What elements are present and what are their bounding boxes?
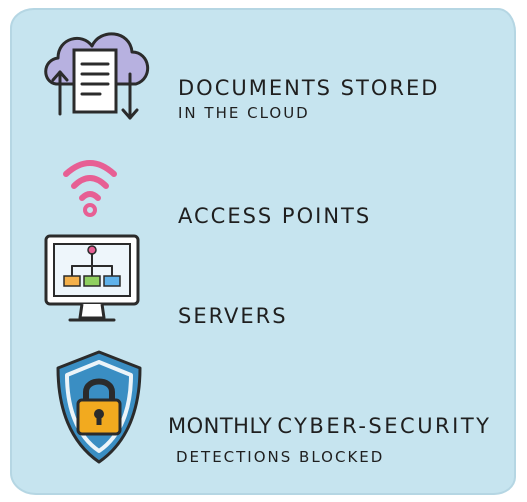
item-1-sublabel: IN THE CLOUD [178, 104, 310, 122]
item-4-label-main: CYBER-SECURITY [277, 414, 492, 438]
item-4-label: MONTHLY CYBER-SECURITY [168, 414, 492, 438]
infographic-card: DOCUMENTS STORED IN THE CLOUD ACCESS POI… [10, 8, 516, 495]
item-3-label: SERVERS [178, 304, 288, 328]
item-4-label-prefix: MONTHLY [168, 414, 273, 438]
item-4-sublabel: DETECTIONS BLOCKED [176, 448, 385, 466]
wifi-icon [63, 160, 117, 217]
server-monitor-icon [44, 234, 140, 322]
item-1-label: DOCUMENTS STORED [178, 76, 440, 100]
shield-lock-icon [56, 350, 142, 464]
cloud-documents-icon [44, 32, 149, 120]
item-2-label: ACCESS POINTS [178, 204, 372, 228]
